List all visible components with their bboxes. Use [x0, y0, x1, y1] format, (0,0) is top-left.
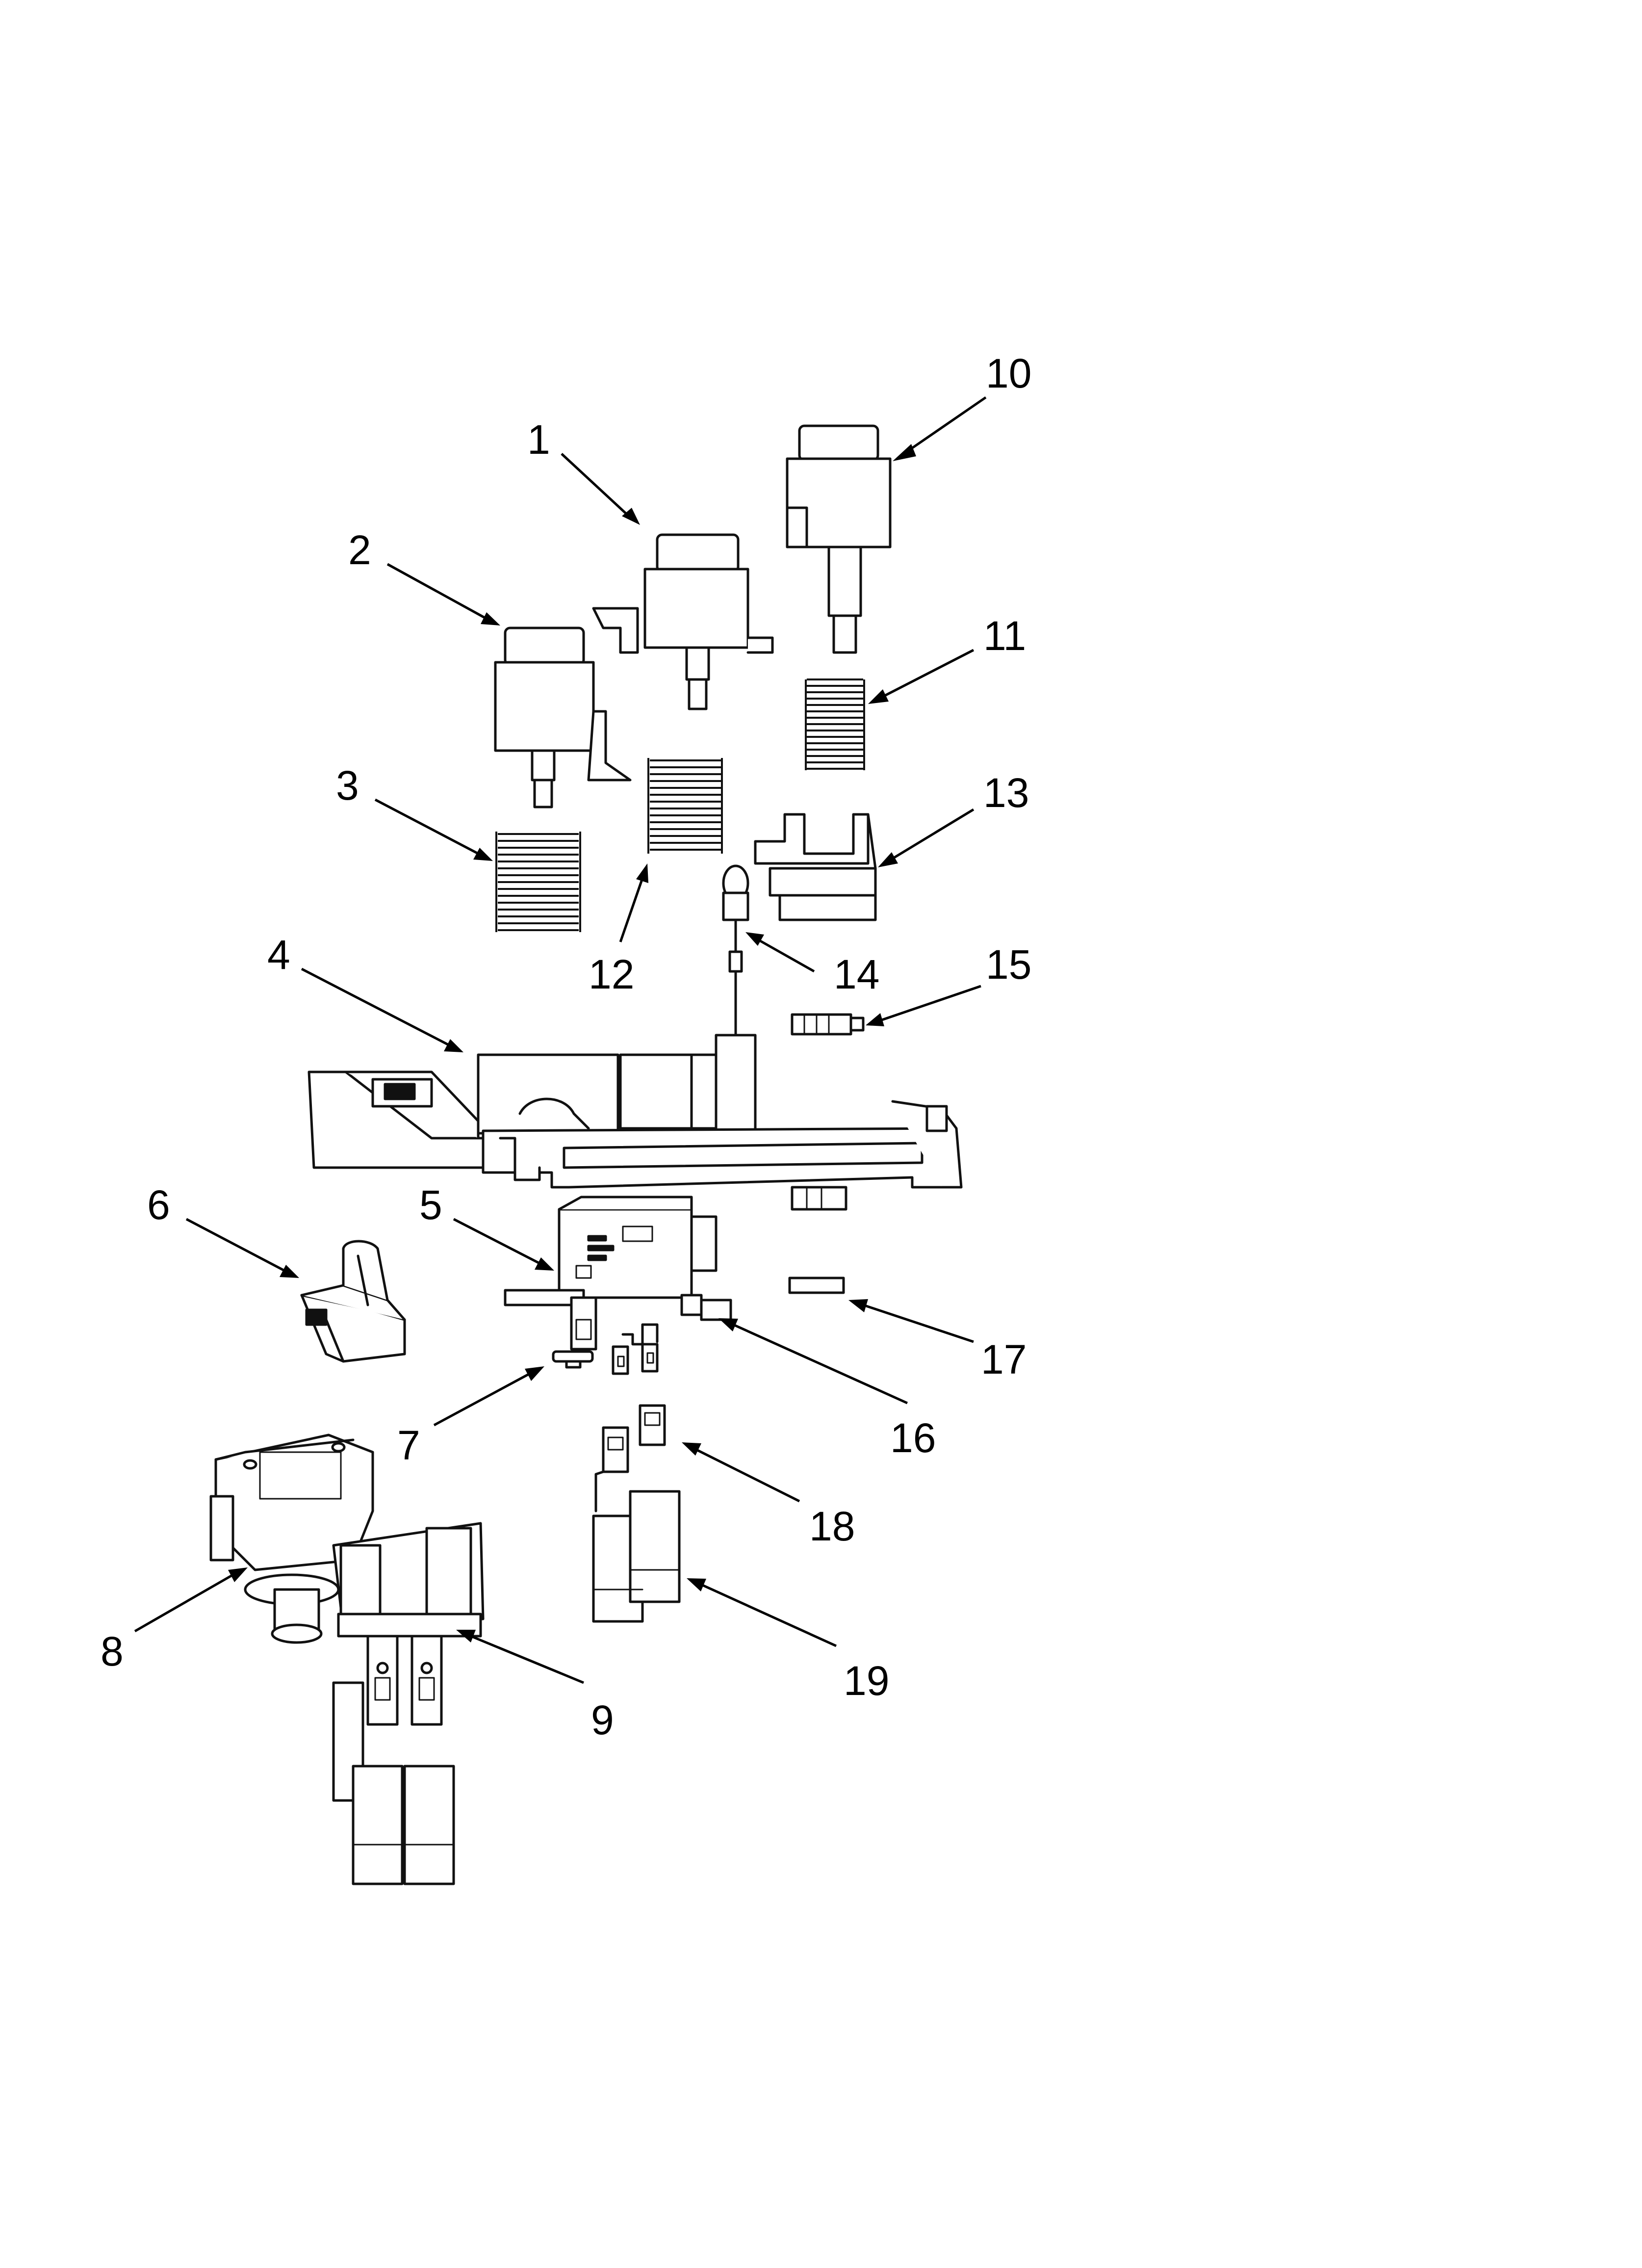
- part-6-actuator: [300, 1240, 406, 1363]
- part-4-housing: [308, 1034, 963, 1211]
- callout-14: 14: [834, 951, 879, 997]
- part-12-spring: [647, 758, 723, 854]
- part-13-bracket: [754, 813, 877, 921]
- callout-labels: 10 1 2 11 3 13 12 14 15 4 5 6 17 16 7 18…: [101, 350, 1031, 1743]
- callout-5: 5: [419, 1182, 442, 1228]
- part-18-connector: [594, 1404, 666, 1512]
- callout-18: 18: [809, 1503, 855, 1549]
- leader-lines: [134, 396, 987, 1684]
- part-3-spring: [495, 832, 581, 932]
- callout-12: 12: [589, 951, 634, 997]
- callout-4: 4: [267, 932, 290, 978]
- callout-11: 11: [983, 613, 1026, 659]
- callout-7: 7: [397, 1422, 420, 1468]
- part-19-connector-housing: [592, 1490, 681, 1623]
- part-14-lamp: [722, 864, 749, 1037]
- callout-8: 8: [101, 1628, 124, 1674]
- callout-13: 13: [983, 770, 1029, 816]
- callout-17: 17: [981, 1336, 1026, 1382]
- part-17-bar: [788, 1277, 845, 1294]
- part-9-terminal-block: [332, 1522, 485, 1885]
- part-7-clip: [552, 1350, 594, 1369]
- part-8-solenoid: [209, 1434, 374, 1644]
- callout-1: 1: [527, 417, 550, 463]
- part-1-switch: [592, 533, 774, 710]
- callout-9: 9: [591, 1697, 614, 1743]
- callout-19: 19: [844, 1658, 889, 1704]
- callout-3: 3: [336, 762, 359, 808]
- part-2-switch: [494, 626, 632, 808]
- callout-15: 15: [986, 941, 1031, 988]
- callout-2: 2: [348, 527, 371, 573]
- part-5-relay: [504, 1196, 732, 1375]
- part-11-spring: [804, 677, 866, 775]
- callout-16: 16: [890, 1415, 936, 1461]
- callout-6: 6: [147, 1182, 170, 1228]
- part-15-pin: [791, 1013, 865, 1036]
- part-10-switch: [786, 424, 892, 654]
- callout-10: 10: [986, 350, 1031, 396]
